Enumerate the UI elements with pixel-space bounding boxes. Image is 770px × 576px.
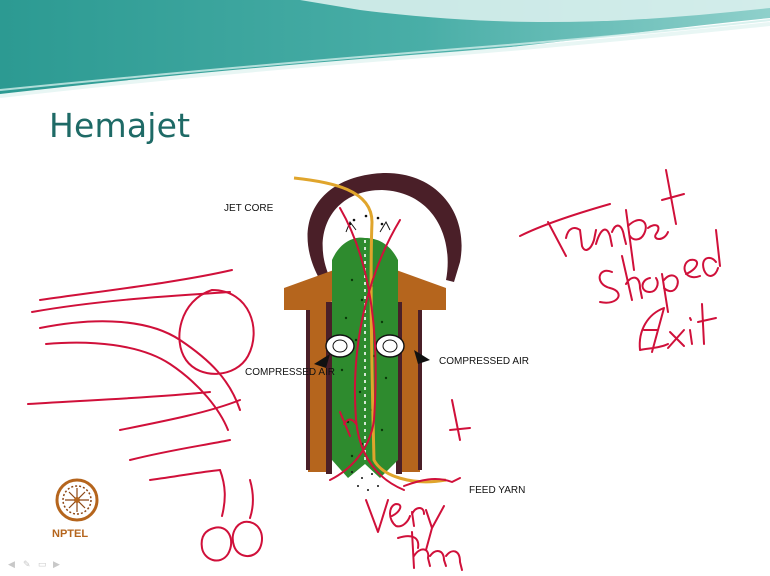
header-wave [0, 0, 770, 100]
nptel-logo-text: NPTEL [52, 528, 88, 540]
air-inlet-left [326, 335, 354, 357]
prev-icon[interactable]: ◀ [8, 560, 16, 568]
label-jet-core: JET CORE [224, 203, 273, 214]
label-compressed-air-left: COMPRESSED AIR [245, 367, 335, 378]
ink-circle-small-2 [233, 522, 262, 556]
handwriting-trumpet [520, 170, 684, 270]
label-feed-yarn: FEED YARN [469, 485, 525, 496]
menu-icon[interactable]: ▭ [38, 560, 46, 568]
handwriting-exit [640, 304, 716, 352]
ink-circle-small-1 [202, 527, 232, 560]
slide-title: Hemajet [49, 106, 190, 145]
handwriting-low [398, 532, 462, 570]
next-icon[interactable]: ▶ [53, 560, 61, 568]
ink-loop-sketch [28, 270, 240, 480]
yarn-core [332, 238, 398, 478]
air-inlet-right [376, 335, 404, 357]
label-compressed-air-right: COMPRESSED AIR [439, 356, 529, 367]
slide-nav: ◀ ✎ ▭ ▶ [8, 560, 61, 568]
handwriting-shaped [600, 230, 720, 312]
pen-icon[interactable]: ✎ [23, 560, 31, 568]
handwriting-very [366, 500, 444, 550]
nptel-logo-icon [54, 474, 100, 526]
